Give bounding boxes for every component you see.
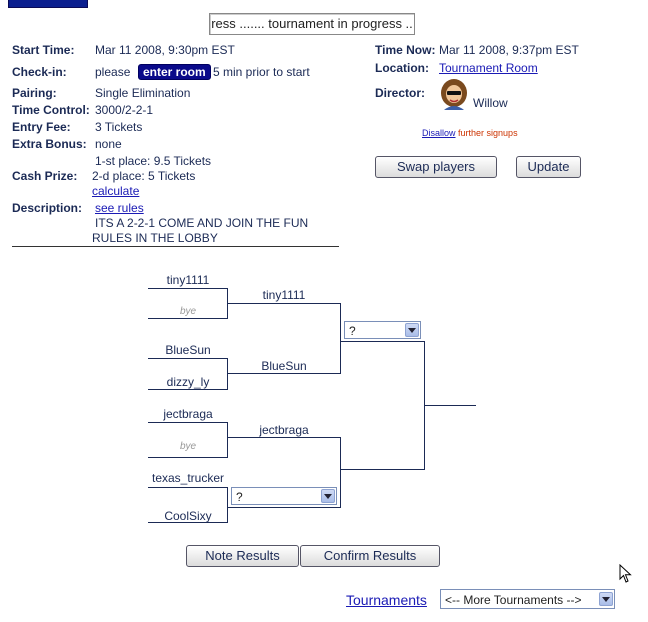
bracket-line (148, 422, 228, 423)
prize-first: 1-st place: 9.5 Tickets (95, 154, 212, 168)
prize-second: 2-d place: 5 Tickets (92, 169, 196, 183)
time-control-value: 3000/2-2-1 (95, 103, 154, 117)
bracket-line (227, 422, 228, 458)
semi-winner-select[interactable]: ? (344, 321, 421, 339)
bracket-player: texas_trucker (151, 471, 225, 485)
details-divider (12, 246, 339, 247)
director-name: Willow (473, 96, 508, 110)
bracket-player: tiny1111 (166, 273, 210, 287)
location-link[interactable]: Tournament Room (439, 61, 538, 75)
chevron-down-icon (405, 323, 419, 337)
swap-players-button[interactable]: Swap players (375, 156, 497, 178)
bracket-line (148, 358, 228, 359)
cash-prize-label: Cash Prize: (12, 169, 78, 183)
description-line-2: RULES IN THE LOBBY (92, 231, 218, 245)
director-avatar (438, 78, 470, 110)
bracket-player: dizzy_ly (166, 375, 210, 389)
bracket-player: BlueSun (261, 359, 307, 373)
bracket-bye: bye (179, 306, 197, 317)
update-button[interactable]: Update (516, 156, 581, 178)
time-now-label: Time Now: (375, 43, 436, 57)
bracket-line (148, 487, 228, 488)
disallow-suffix: further signups (458, 128, 518, 138)
bracket-line (340, 469, 425, 470)
confirm-results-button[interactable]: Confirm Results (300, 545, 440, 567)
quarter-winner-select[interactable]: ? (231, 487, 337, 505)
checkin-prefix: please (95, 65, 131, 79)
chevron-down-icon (321, 489, 335, 503)
more-tournaments-value: <-- More Tournaments --> (445, 593, 582, 607)
bracket-line (227, 303, 341, 304)
description-label: Description: (12, 201, 83, 215)
checkin-suffix: 5 min prior to start (213, 65, 310, 79)
bracket-player: jectbraga (163, 407, 213, 421)
bracket-line (227, 373, 341, 374)
location-label: Location: (375, 61, 429, 75)
bracket-player: jectbraga (259, 423, 309, 437)
director-label: Director: (375, 86, 426, 100)
bracket-line (227, 358, 228, 390)
extra-bonus-label: Extra Bonus: (12, 137, 87, 151)
entry-fee-value: 3 Tickets (95, 120, 143, 134)
note-results-button[interactable]: Note Results (186, 545, 299, 567)
entry-fee-label: Entry Fee: (12, 120, 71, 134)
pairing-value: Single Elimination (95, 86, 191, 100)
description-line-1: ITS A 2-2-1 COME AND JOIN THE FUN (95, 216, 309, 230)
chevron-down-icon (599, 592, 613, 606)
calculate-link[interactable]: calculate (92, 184, 140, 198)
bracket-line (340, 303, 341, 374)
tournament-status-box: ress ....... tournament in progress .. (209, 13, 415, 35)
see-rules-link[interactable]: see rules (95, 201, 144, 215)
bracket-player: tiny1111 (262, 288, 306, 302)
bracket-line (227, 437, 341, 438)
bracket-line (340, 341, 425, 342)
mouse-cursor-icon (619, 563, 633, 587)
pairing-label: Pairing: (12, 86, 57, 100)
bracket-line (227, 487, 228, 523)
extra-bonus-value: none (95, 137, 122, 151)
more-tournaments-select[interactable]: <-- More Tournaments --> (440, 589, 615, 609)
tournaments-link[interactable]: Tournaments (346, 592, 427, 608)
bracket-line (148, 522, 228, 523)
quarter-winner-value: ? (236, 490, 243, 504)
bracket-line (148, 389, 228, 390)
bracket-line (227, 507, 341, 508)
semi-winner-value: ? (349, 324, 356, 338)
start-time-value: Mar 11 2008, 9:30pm EST (95, 43, 235, 57)
bracket-line (148, 457, 228, 458)
disallow-signups: Disallow further signups (422, 128, 518, 138)
bracket-line (148, 288, 228, 289)
checkin-label: Check-in: (12, 65, 67, 79)
bracket-line (340, 437, 341, 508)
time-control-label: Time Control: (12, 103, 90, 117)
time-now-value: Mar 11 2008, 9:37pm EST (439, 43, 579, 57)
start-time-label: Start Time: (12, 43, 75, 57)
bracket-line (424, 405, 476, 406)
bracket-line (148, 318, 228, 319)
bracket-player: BlueSun (165, 343, 211, 357)
top-tab[interactable] (8, 0, 88, 8)
bracket-bye: bye (179, 441, 197, 452)
disallow-link[interactable]: Disallow (422, 128, 456, 138)
bracket-player: CoolSixy (164, 509, 212, 523)
enter-room-button[interactable]: enter room (138, 64, 211, 80)
